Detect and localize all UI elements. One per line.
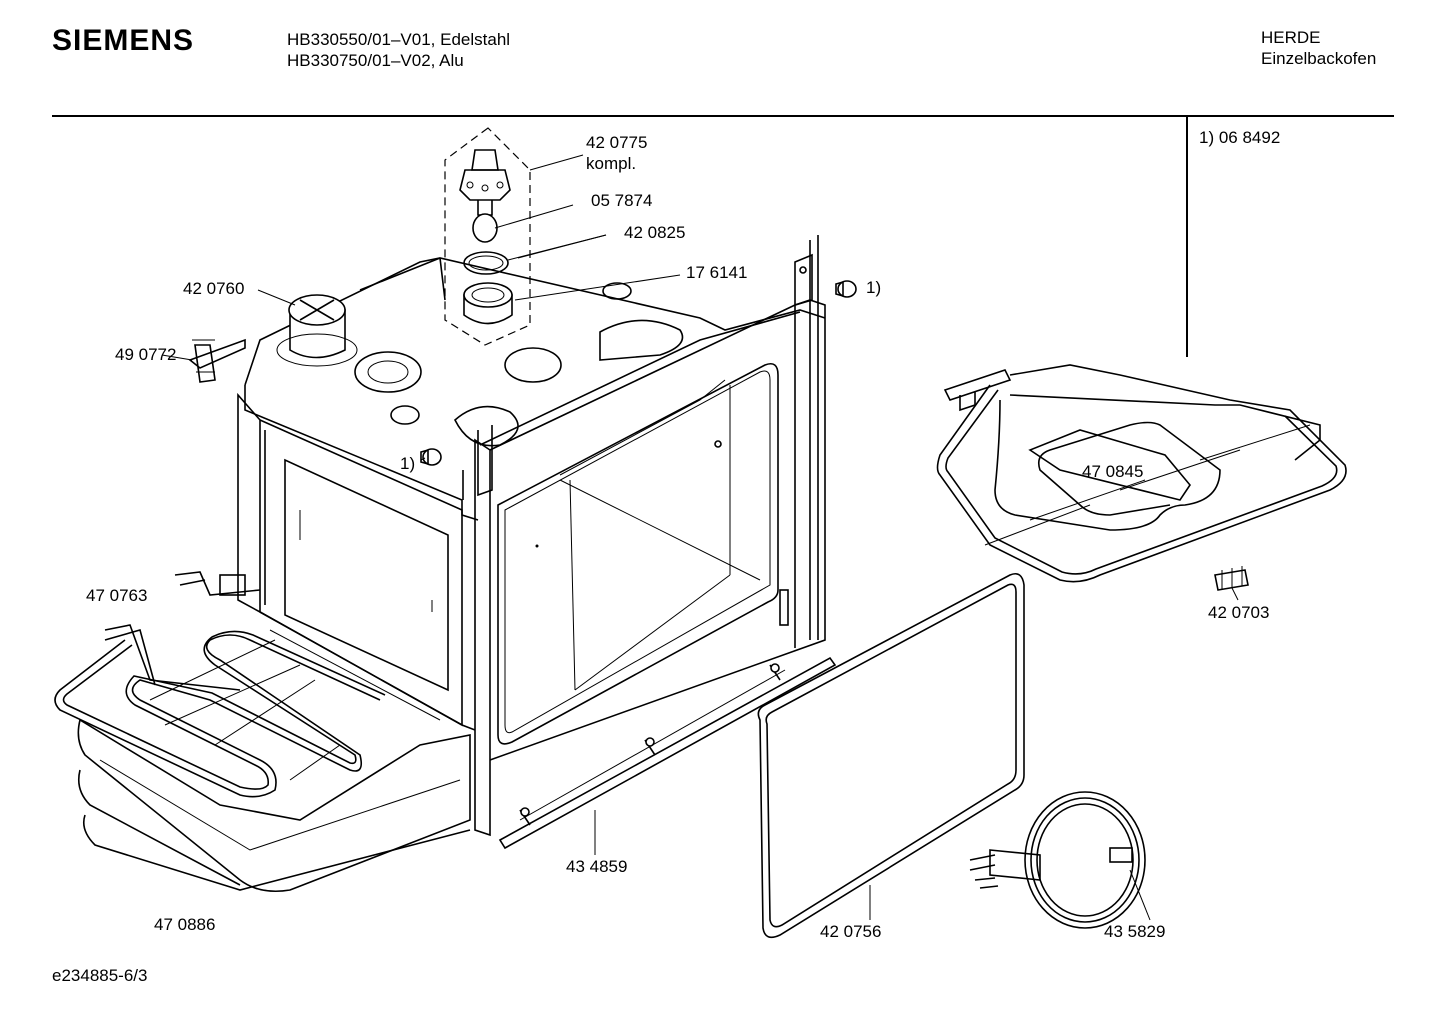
oven-cavity [237, 235, 826, 837]
label-insulation: 47 0886 [154, 915, 216, 934]
door-rail [498, 656, 837, 850]
category-line-2: Einzelbackofen [1261, 49, 1377, 68]
brand-logo: SIEMENS [52, 24, 195, 57]
label-lamp-assembly-note: kompl. [586, 154, 637, 173]
label-ring-heater: 43 5829 [1104, 922, 1166, 941]
model-line-2: HB330750/01–V02, Alu [287, 51, 464, 70]
label-door-rail: 43 4859 [566, 857, 628, 876]
knob-right [835, 280, 857, 298]
document-id: e234885-6/3 [52, 966, 148, 985]
top-vent [276, 294, 358, 367]
label-top-vent: 42 0760 [183, 279, 245, 298]
bottom-heater [54, 571, 386, 798]
door-gasket [757, 572, 1025, 939]
lamp-assembly [444, 127, 531, 346]
label-lamp-assembly: 42 0775 [586, 133, 648, 152]
label-footnote-right: 1) [866, 278, 882, 297]
label-bulb: 05 7874 [591, 191, 653, 210]
footnote: 1) 06 8492 [1199, 128, 1281, 147]
grill-clip [1214, 566, 1249, 591]
footnote-divider [1186, 117, 1188, 357]
model-list: HB330550/01–V01, Edelstahl HB330750/01–V… [287, 29, 510, 71]
label-seal-ring: 42 0825 [624, 223, 686, 242]
leader-lines [161, 154, 1239, 921]
label-footnote-left: 1) [400, 454, 416, 473]
label-door-gasket: 42 0756 [820, 922, 882, 941]
label-bottom-heater: 47 0763 [86, 586, 148, 605]
grill-heater [936, 364, 1347, 583]
ring-heater [969, 791, 1146, 929]
category-line-1: HERDE [1261, 28, 1321, 47]
model-line-1: HB330550/01–V01, Edelstahl [287, 30, 511, 49]
header-divider [52, 115, 1394, 117]
label-grill-clip: 42 0703 [1208, 603, 1270, 622]
product-category: HERDE Einzelbackofen [1261, 27, 1376, 69]
knob-left [420, 448, 442, 466]
label-lamp-holder: 17 6141 [686, 263, 748, 282]
bracket [188, 338, 246, 383]
label-bracket: 49 0772 [115, 345, 177, 364]
insulation-mat [77, 718, 471, 893]
label-grill-heater: 47 0845 [1082, 462, 1144, 481]
